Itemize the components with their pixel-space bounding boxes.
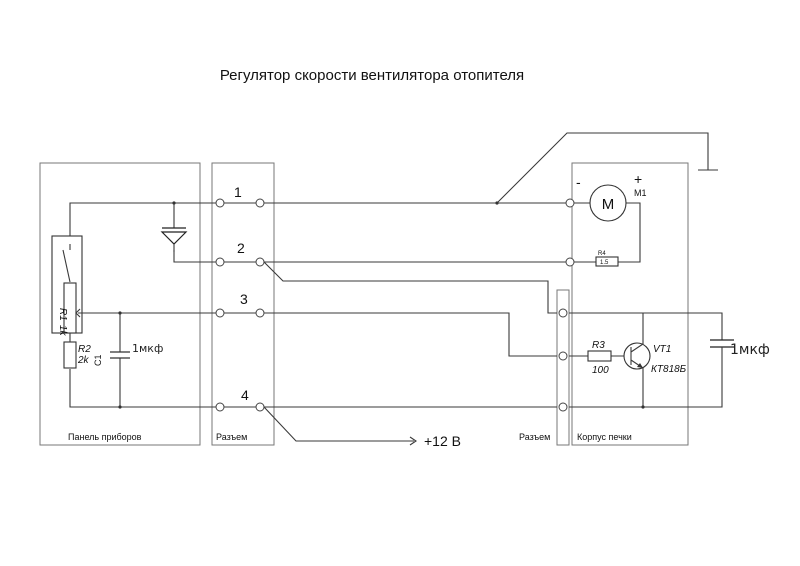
terminals-group bbox=[215, 198, 575, 412]
r4-name: R4 bbox=[598, 251, 606, 257]
terminal-circle bbox=[255, 308, 265, 318]
transistor-vt1 bbox=[623, 342, 651, 370]
supply-label: +12 В bbox=[424, 433, 461, 449]
r3-resistor bbox=[587, 350, 612, 362]
motor-m1 bbox=[589, 184, 627, 222]
terminal-circle bbox=[255, 198, 265, 208]
connector-left-label: Разъем bbox=[216, 432, 247, 442]
r1-switch bbox=[62, 244, 71, 283]
junction-dot-c1-top bbox=[118, 311, 122, 315]
left-connector-block bbox=[211, 162, 275, 446]
wire-line-4 bbox=[69, 369, 723, 408]
terminal-circle bbox=[558, 351, 568, 361]
wire-line-1 bbox=[69, 202, 590, 313]
wire-ground-tap bbox=[496, 132, 718, 204]
r1-wiper-arrow bbox=[75, 308, 86, 318]
terminal-circle bbox=[215, 257, 225, 267]
terminal-circle bbox=[215, 308, 225, 318]
r3-value: 100 bbox=[592, 365, 609, 376]
diagram-title: Регулятор скорости вентилятора отопителя bbox=[220, 67, 524, 84]
vt1-name: VT1 bbox=[653, 344, 671, 355]
vt1-model: КТ818Б bbox=[651, 364, 687, 375]
junction-dot-emitter bbox=[641, 405, 645, 409]
motor-name: M1 bbox=[634, 188, 647, 198]
motor-symbol: M bbox=[602, 196, 615, 213]
supply-arrow bbox=[409, 436, 417, 446]
connector-right-label: Разъем bbox=[519, 432, 550, 442]
terminal-circle bbox=[255, 257, 265, 267]
wire-supply-feed bbox=[263, 406, 414, 442]
heater-label: Корпус печки bbox=[577, 432, 632, 442]
wire-line-3 bbox=[78, 312, 557, 357]
r1-name: R1 bbox=[57, 308, 68, 321]
vt1-emitter-arrow bbox=[637, 363, 643, 368]
terminal-2-label: 2 bbox=[237, 240, 245, 256]
terminal-circle bbox=[215, 198, 225, 208]
r4-value: 1.5 bbox=[600, 260, 609, 266]
junction-dot bbox=[495, 201, 499, 205]
terminal-circle bbox=[558, 402, 568, 412]
wire-line-2-branch bbox=[263, 261, 557, 314]
terminal-circle bbox=[255, 402, 265, 412]
terminal-circle bbox=[565, 257, 575, 267]
diode-triangle bbox=[160, 231, 188, 245]
motor-minus: - bbox=[576, 174, 581, 190]
ext-cap-note: 1мкф bbox=[730, 342, 770, 358]
panel-label: Панель приборов bbox=[68, 432, 142, 442]
c1-note: 1мкф bbox=[132, 342, 163, 355]
heater-housing-block bbox=[571, 162, 689, 446]
terminal-1-label: 1 bbox=[234, 184, 242, 200]
r4-resistor bbox=[595, 256, 619, 267]
wire-line-2 bbox=[173, 202, 641, 263]
terminal-circle bbox=[558, 308, 568, 318]
terminal-3-label: 3 bbox=[240, 291, 248, 307]
r2-resistor bbox=[63, 341, 77, 369]
terminal-circle bbox=[215, 402, 225, 412]
wire-collector bbox=[569, 312, 723, 344]
r1-value: 1k bbox=[57, 325, 68, 337]
c1-label: C1 bbox=[93, 354, 103, 366]
r3-name: R3 bbox=[592, 340, 605, 351]
right-connector-block bbox=[556, 289, 570, 446]
terminal-circle bbox=[565, 198, 575, 208]
instrument-panel-block bbox=[39, 162, 201, 446]
r2-value: 2k bbox=[77, 355, 90, 366]
junction-dot-diode bbox=[172, 201, 176, 205]
motor-plus: + bbox=[634, 171, 642, 187]
terminal-4-label: 4 bbox=[241, 387, 249, 403]
r2-name: R2 bbox=[78, 344, 91, 355]
junction-dot-c1-bottom bbox=[118, 405, 122, 409]
